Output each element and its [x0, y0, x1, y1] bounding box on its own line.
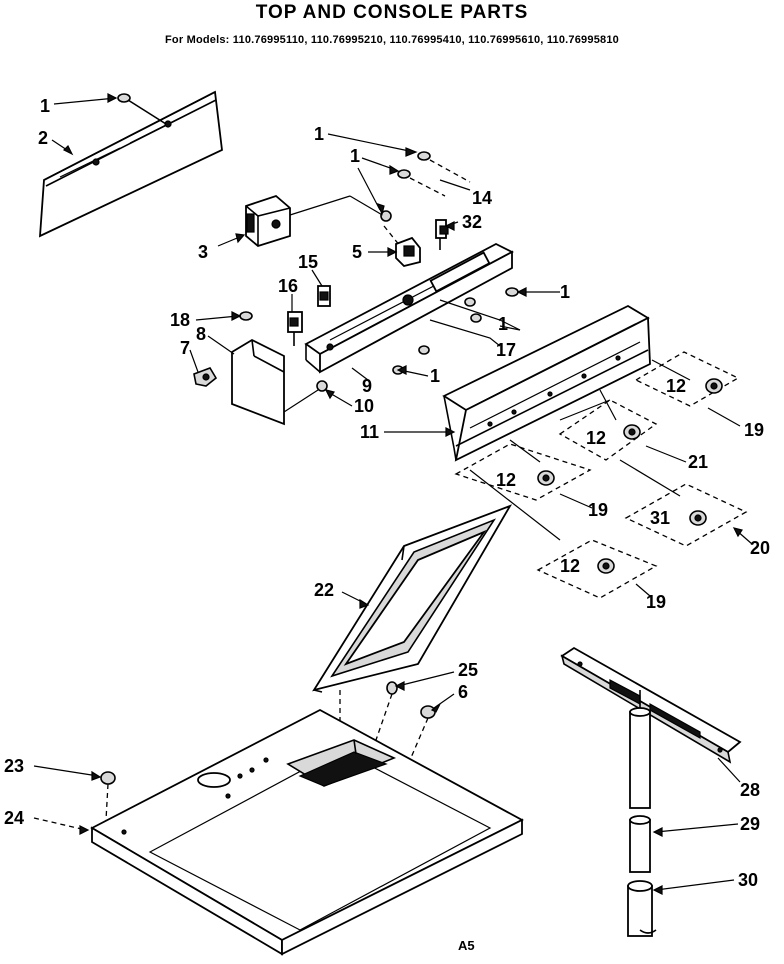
callout-10: 10 — [354, 396, 374, 416]
part-9-mounting-bracket — [304, 242, 514, 374]
knob-box-19-middle — [454, 443, 592, 501]
part-5-switch — [395, 236, 421, 267]
knob-box-19-upper — [634, 351, 740, 407]
knob-box-21 — [558, 399, 658, 461]
callout-12: 12 — [586, 428, 606, 448]
part-28-exhaust-duct — [560, 646, 742, 764]
knob-leader-lines — [469, 359, 691, 541]
callout-8: 8 — [196, 324, 206, 344]
part-15-clip — [317, 285, 331, 307]
callout-3: 3 — [198, 242, 208, 262]
page-code: A5 — [458, 938, 475, 953]
callout-18: 18 — [170, 310, 190, 330]
callout-20: 20 — [750, 538, 770, 558]
callout-6: 6 — [458, 682, 468, 702]
callout-17: 17 — [496, 340, 516, 360]
callout-1: 1 — [350, 146, 360, 166]
part-32-clip — [435, 219, 449, 250]
part-10-screw — [283, 380, 328, 413]
part-22-lint-filter — [312, 504, 513, 693]
part-18-screw — [239, 311, 253, 321]
callout-leaders — [33, 93, 753, 895]
callout-12: 12 — [496, 470, 516, 490]
screws-bracket-right — [392, 287, 521, 375]
callout-1: 1 — [560, 282, 570, 302]
callout-12: 12 — [560, 556, 580, 576]
callout-7: 7 — [180, 338, 190, 358]
callout-22: 22 — [314, 580, 334, 600]
callout-25: 25 — [458, 660, 478, 680]
model-list: For Models: 110.76995110, 110.76995210, … — [165, 34, 619, 46]
part-24-top-panel — [90, 708, 524, 956]
callout-32: 32 — [462, 212, 482, 232]
callout-28: 28 — [740, 780, 760, 800]
callout-9: 9 — [362, 376, 372, 396]
callout-1: 1 — [430, 366, 440, 386]
knob-box-20 — [624, 483, 748, 547]
part-28-tube-upper — [629, 690, 651, 809]
callout-2: 2 — [38, 128, 48, 148]
callout-31: 31 — [650, 508, 670, 528]
callout-30: 30 — [738, 870, 758, 890]
callout-numbers: 1 2 1 1 14 32 3 5 1 15 16 18 8 7 1 17 1 … — [4, 96, 770, 890]
callout-29: 29 — [740, 814, 760, 834]
callout-1: 1 — [314, 124, 324, 144]
callout-16: 16 — [278, 276, 298, 296]
part-11-console-housing — [442, 304, 651, 462]
callout-11: 11 — [360, 422, 379, 442]
screw-1-panel — [117, 93, 167, 125]
part-23-plug — [100, 771, 116, 821]
callout-19: 19 — [646, 592, 666, 612]
part-6-nut — [409, 705, 436, 761]
callout-12: 12 — [666, 376, 686, 396]
callout-14: 14 — [472, 188, 492, 208]
part-7-clip — [193, 367, 218, 387]
callout-19: 19 — [588, 500, 608, 520]
callout-19: 19 — [744, 420, 764, 440]
part-16-clip — [287, 311, 303, 346]
callout-5: 5 — [352, 242, 362, 262]
callout-15: 15 — [298, 252, 318, 272]
callout-23: 23 — [4, 756, 24, 776]
part-30-elbow — [627, 880, 657, 937]
part-2-rear-panel — [38, 90, 223, 238]
knob-box-19-lower — [536, 539, 658, 599]
diagram-title: TOP AND CONSOLE PARTS — [255, 2, 529, 23]
part-8-end-cap — [231, 338, 285, 426]
screws-top-center — [380, 151, 471, 247]
part-29-tube-lower — [629, 815, 651, 873]
part-3-control-block — [245, 194, 385, 248]
callout-1: 1 — [40, 96, 50, 116]
part-25-screw — [375, 681, 398, 741]
callout-1: 1 — [498, 314, 508, 334]
callout-21: 21 — [688, 452, 708, 472]
callout-24: 24 — [4, 808, 24, 828]
